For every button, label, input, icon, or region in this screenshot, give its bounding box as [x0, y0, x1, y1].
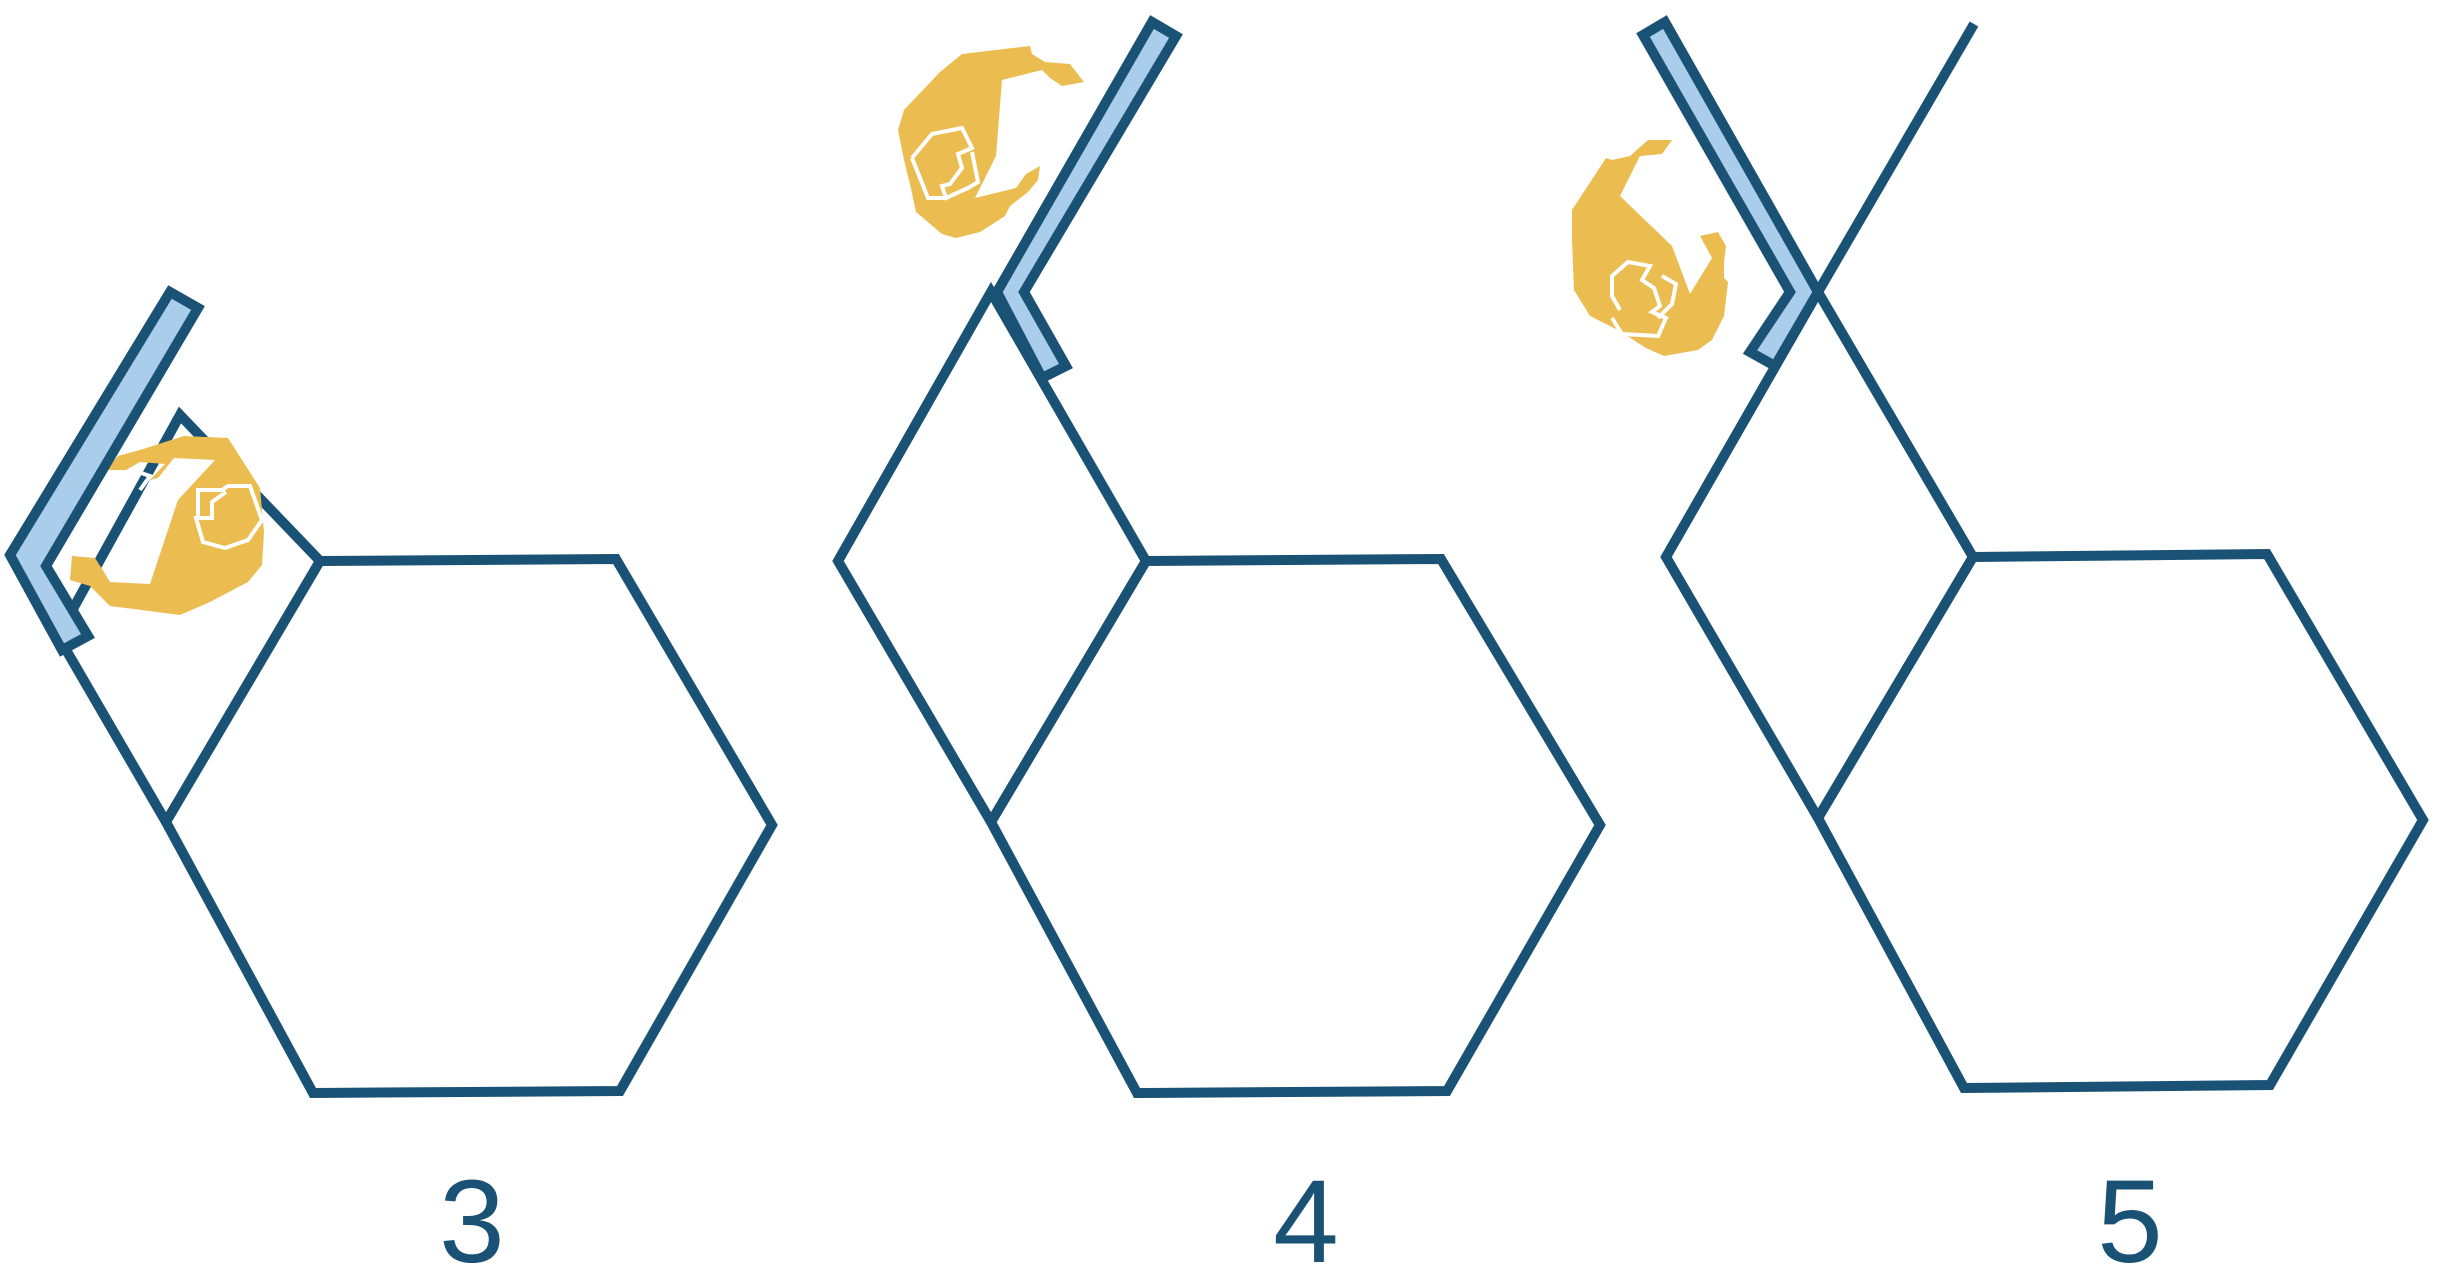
figure-5 — [1572, 15, 2429, 1094]
figure-5-label: 5 — [2097, 1156, 2163, 1270]
figure-4-star-swirl — [910, 125, 981, 201]
figure-3-pencil-icon[interactable] — [4, 285, 205, 657]
figure-5-star-swirl-outer — [1656, 274, 1679, 320]
figure-3-star-sticker — [70, 436, 265, 615]
figure-3 — [4, 285, 778, 1099]
figure-3-star-swirl — [193, 484, 265, 551]
figure-5-star-swirl — [1610, 259, 1669, 339]
figure-4-pencil-icon[interactable] — [991, 15, 1183, 385]
figure-4 — [832, 15, 1606, 1099]
figure-3-star-swirl-accent — [137, 470, 154, 492]
gold-star-sticker-icon — [70, 436, 264, 615]
figure-4-star-swirl-outer — [910, 157, 946, 200]
figure-4-small-hexagon — [832, 281, 1151, 825]
figure-5-large-hexagon — [1812, 548, 2429, 1094]
figure-5-star-sticker — [1572, 140, 1728, 356]
figure-4-diagonal — [986, 558, 1151, 825]
figure-5-top-right-side — [1813, 21, 1979, 295]
figure-4-large-hexagon — [985, 553, 1606, 1099]
gold-star-sticker-icon — [1572, 140, 1728, 356]
figure-4-star-sticker — [898, 46, 1084, 238]
figure-4-label: 4 — [1273, 1156, 1339, 1270]
figure-3-large-hexagon — [160, 553, 778, 1099]
figure-5-diagonal — [1813, 554, 1978, 821]
figure-5-pencil-icon[interactable] — [1636, 15, 1824, 373]
figure-3-label: 3 — [439, 1156, 505, 1270]
figure-5-small-hexagon — [1660, 282, 1978, 821]
